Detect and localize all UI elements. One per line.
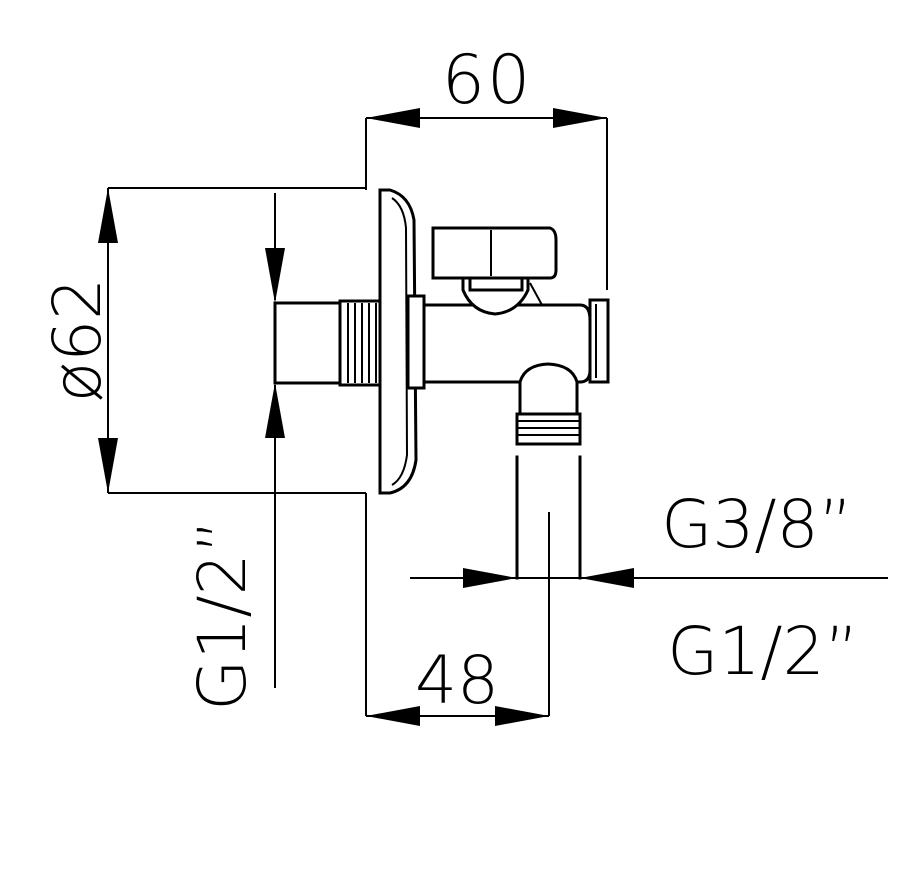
dim-label-inlet: G1/2”: [184, 519, 261, 711]
arrow-outlet-right: [580, 568, 634, 588]
arrow-48-left: [366, 706, 420, 726]
dim-label-diameter: ø62: [39, 278, 116, 402]
dimension-diameter: ø62: [39, 187, 366, 494]
arrow-diameter-bottom: [98, 438, 118, 493]
inlet-pipe: [273, 301, 347, 385]
dim-label-60: 60: [442, 41, 533, 120]
arrow-60-right: [553, 108, 607, 128]
handle-lever: [431, 226, 558, 280]
inlet-thread-lines: [347, 303, 377, 383]
dimension-outlet-threads: G3/8” G1/2”: [410, 486, 888, 690]
flange-ring: [406, 294, 426, 390]
arrow-60-left: [366, 108, 420, 128]
arrow-inlet-bottom: [265, 383, 285, 438]
dim-label-outlet-large: G1/2”: [667, 613, 859, 690]
dimension-60: 60: [365, 41, 608, 290]
arrow-diameter-top: [98, 188, 118, 243]
arrow-outlet-left: [463, 568, 517, 588]
dimension-48: 48: [365, 493, 550, 726]
dim-label-outlet-small: G3/8”: [661, 486, 853, 563]
valve-body: [273, 188, 610, 580]
right-outlet-nut: [588, 298, 610, 384]
down-outlet-body: [518, 362, 579, 416]
dim-label-48: 48: [415, 642, 499, 719]
arrow-48-right: [495, 706, 549, 726]
arrow-inlet-top: [265, 248, 285, 303]
dimension-inlet-thread: G1/2”: [184, 193, 285, 711]
